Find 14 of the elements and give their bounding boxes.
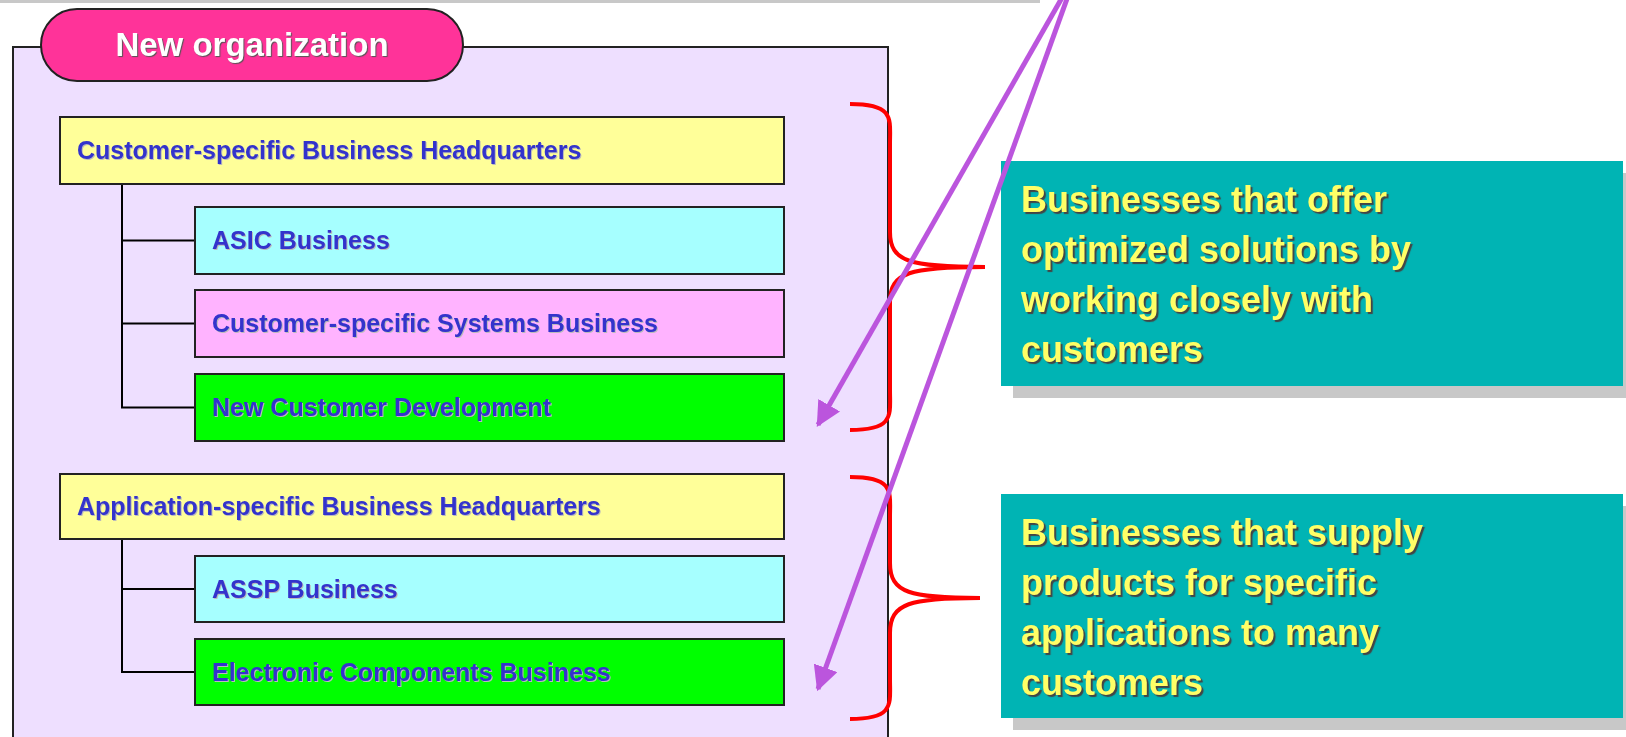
group-title-tab: New organization (40, 8, 464, 82)
tree-connector (121, 184, 195, 409)
pointer-arrow (815, 0, 1066, 427)
pointer-arrow (813, 0, 1071, 692)
unit-box: ASIC Business (194, 206, 785, 275)
unit-box: New Customer Development (194, 373, 785, 442)
unit-box: Customer-specific Systems Business (194, 289, 785, 358)
heading-box: Application-specific Business Headquarters (59, 473, 785, 540)
description-text: Businesses that offer optimized solutions by working closely with customers (1021, 178, 1412, 372)
heading-box: Customer-specific Business Headquarters (59, 116, 785, 185)
unit-box: Electronic Components Business (194, 638, 785, 706)
description-text: Businesses that supply products for specific applications to many customers (1021, 511, 1425, 705)
unit-box: ASSP Business (194, 555, 785, 623)
tree-connector (121, 539, 195, 673)
